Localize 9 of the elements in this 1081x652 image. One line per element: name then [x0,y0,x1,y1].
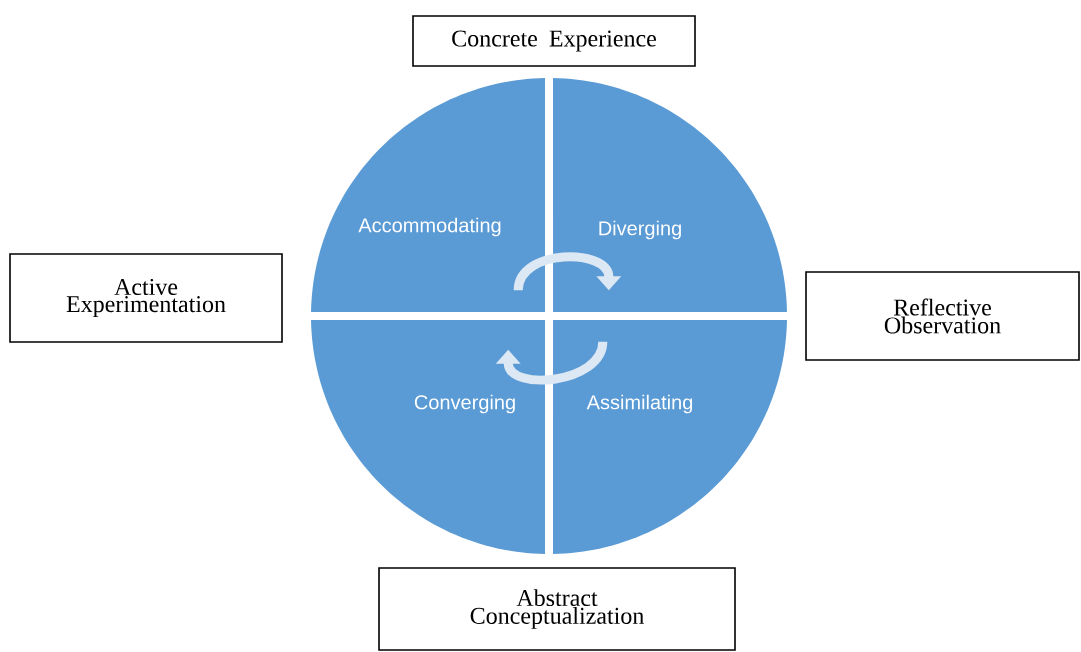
quadrant: Assimilating [553,320,787,554]
label-box: Reflective Observation [805,271,1080,361]
quadrant: Diverging [553,78,787,312]
cycle-arrow [513,252,622,291]
quadrant: Accommodating [311,78,545,312]
label-box: Active Experimentation [9,253,283,343]
label-box: Concrete Experience [412,15,696,67]
quadrant: Converging [311,320,545,554]
label-box: Abstract Conceptualization [378,567,736,651]
